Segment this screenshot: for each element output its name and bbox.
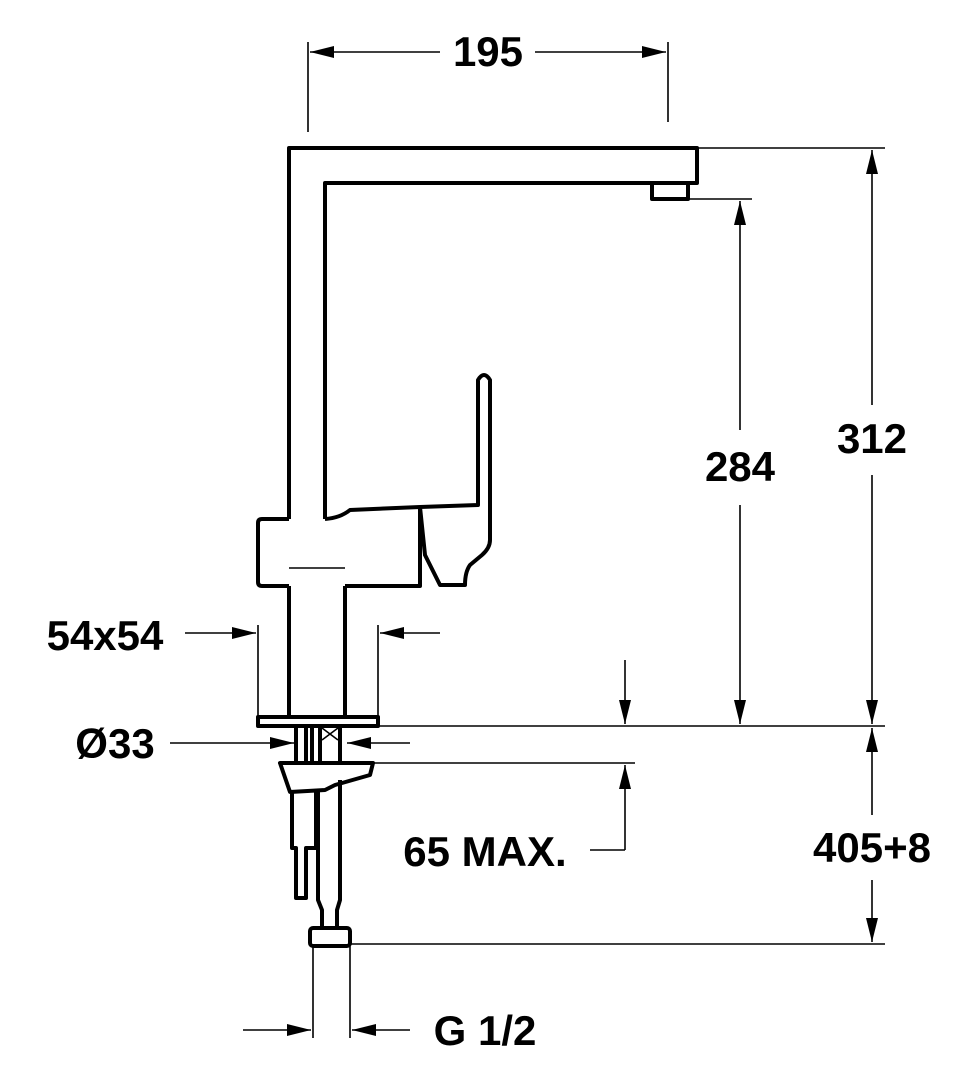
fixing-nut [278,761,375,794]
dim-connection-thread: G 1/2 [434,1007,537,1054]
dim-body-size: 54x54 [47,612,164,659]
supply-hose [316,780,342,928]
faucet-outline [256,146,699,948]
spout [287,146,699,519]
dim-hole-diameter: Ø33 [75,720,154,767]
dim-hose-length: 405+8 [813,824,931,871]
body-stem [287,586,347,718]
dim-counter-thickness: 65 MAX. [403,828,566,875]
supply-pipe-left [290,792,318,900]
aerator [650,183,690,201]
dim-spout-reach: 195 [453,28,523,75]
base-plate [256,715,380,728]
shank-marks [321,727,339,741]
mixer-body [256,505,422,588]
dimension-lines [170,42,885,1038]
dim-total-height: 312 [837,415,907,462]
hose-nut [308,926,352,948]
dim-spout-height: 284 [705,443,776,490]
lever-handle [418,373,492,587]
threaded-shank [294,726,342,763]
